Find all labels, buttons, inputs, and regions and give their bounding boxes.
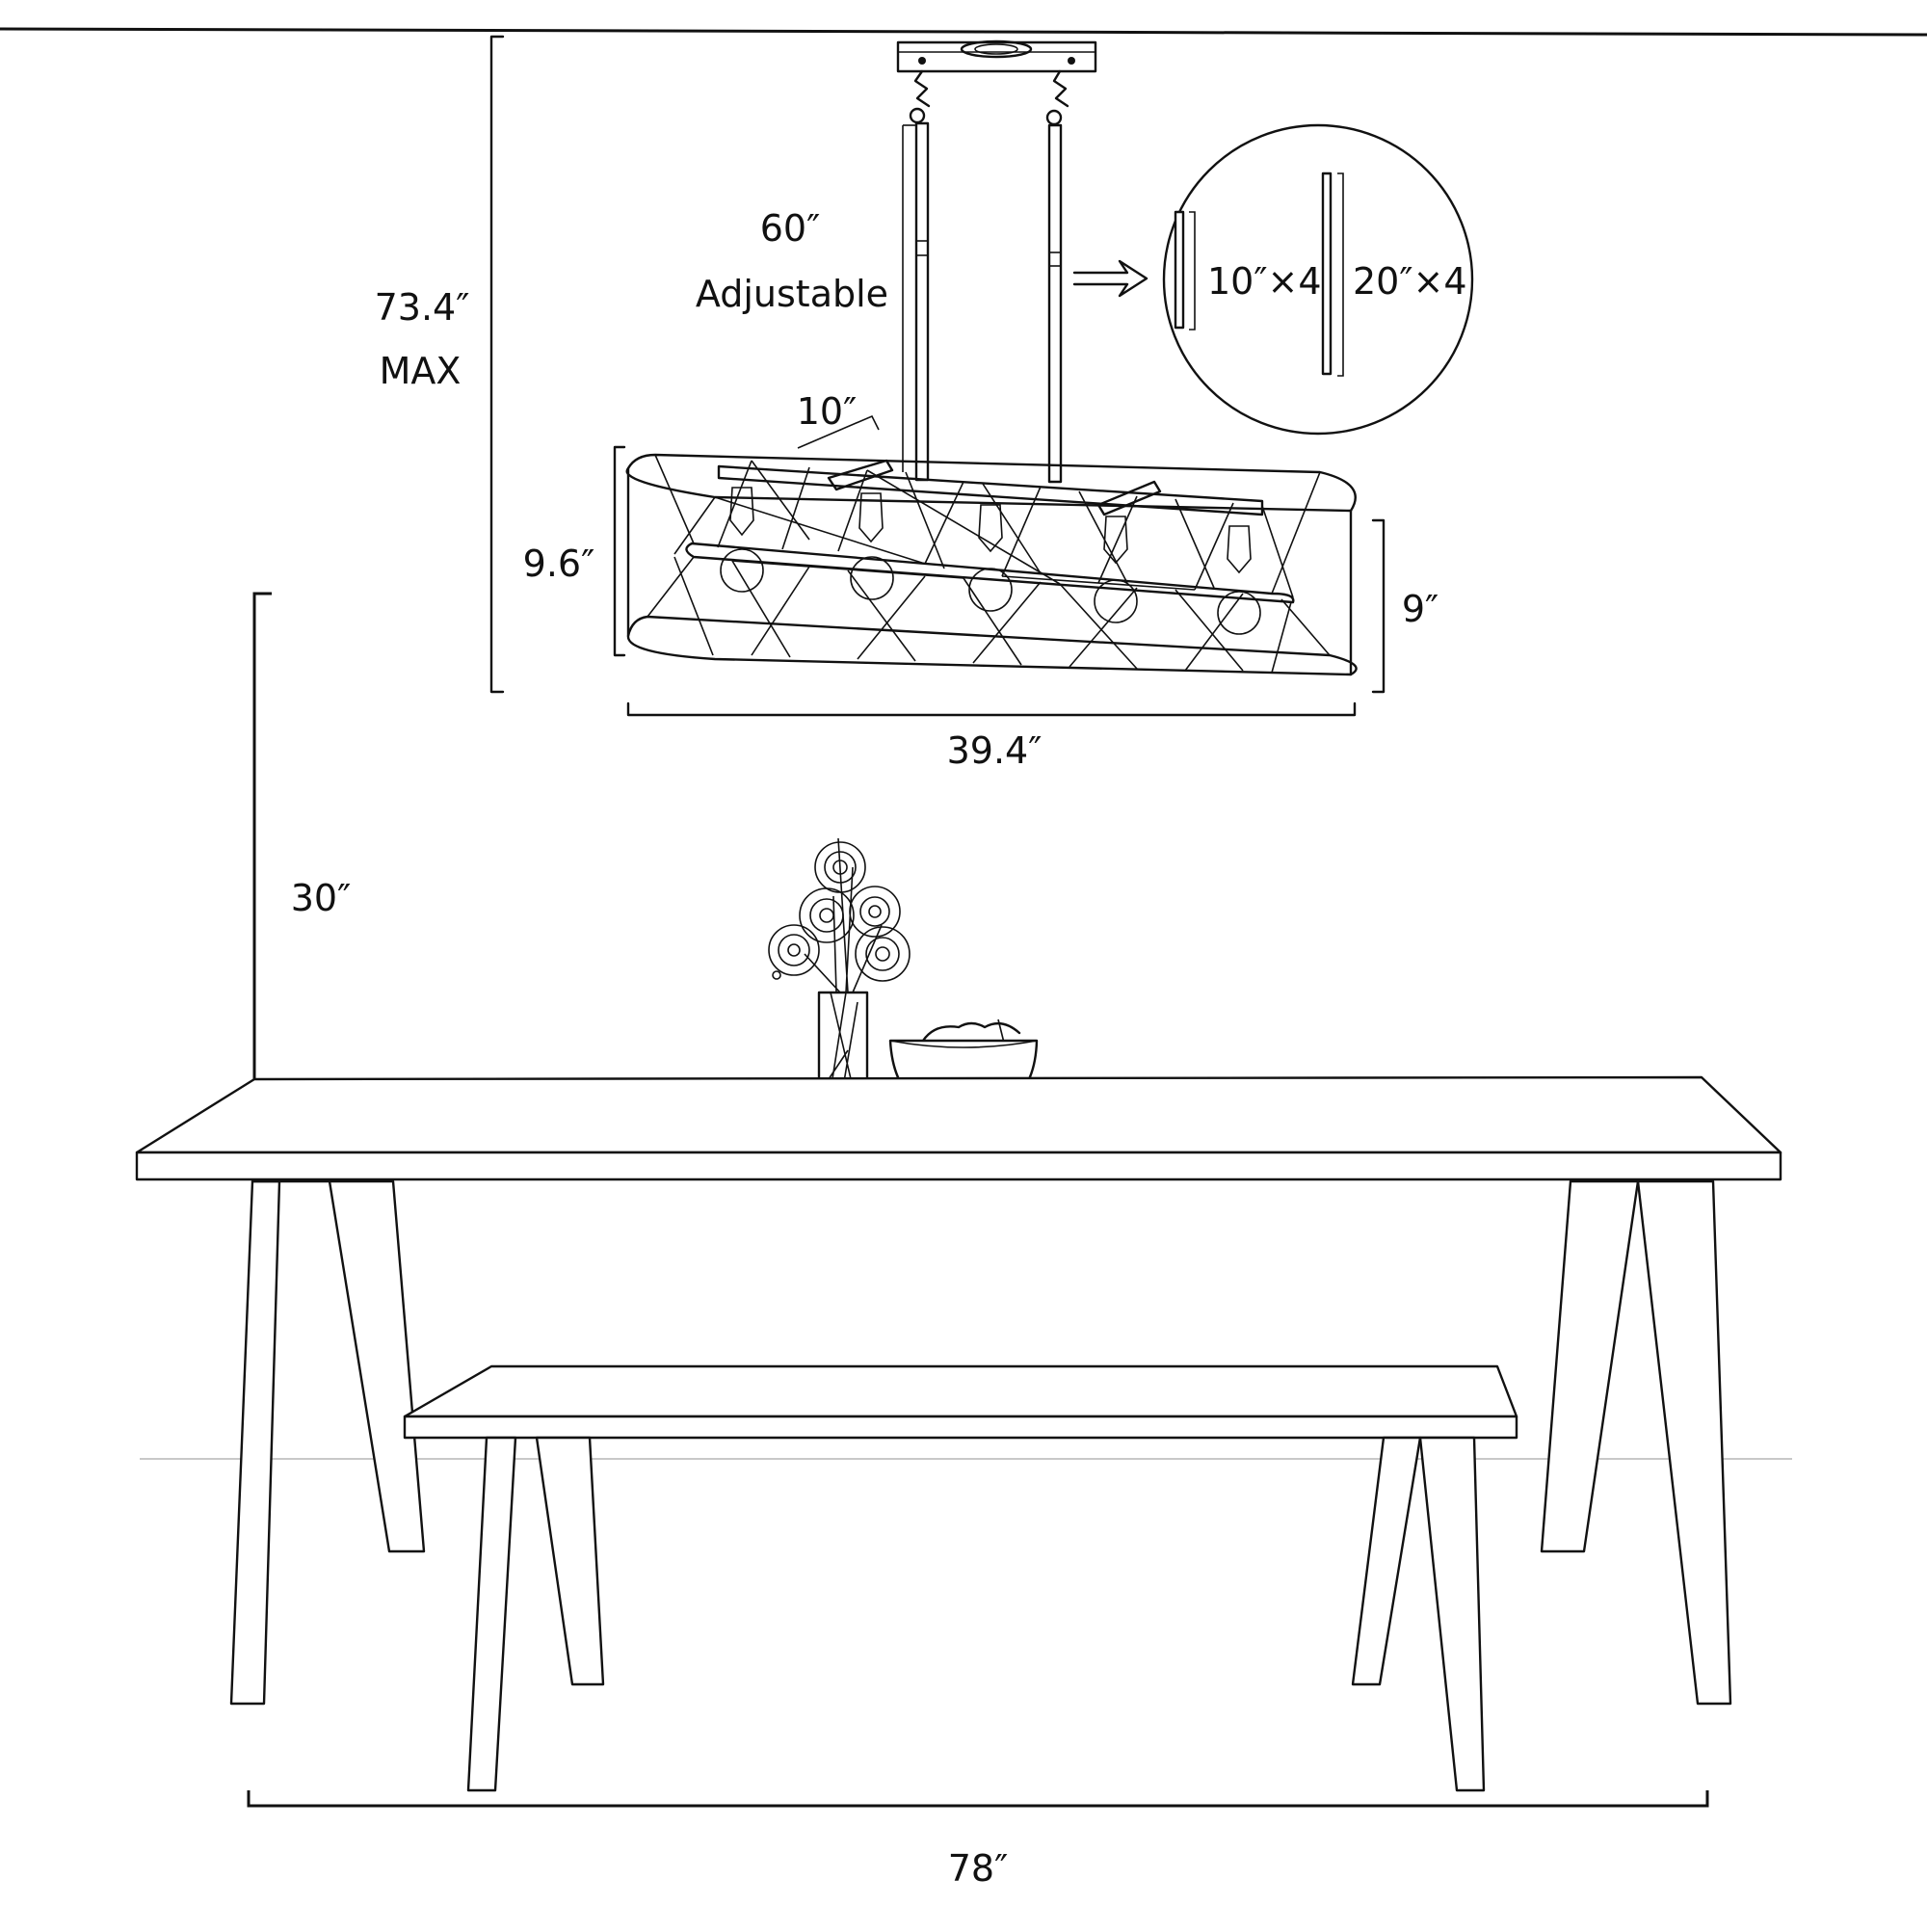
canopy-depth-label: 10″ [797,390,858,433]
bulbs [720,487,1261,635]
double-outline-right-arrow-icon [1072,259,1148,298]
fixture-width-label: 39.4″ [947,729,1043,772]
dining-table [135,1075,1782,1706]
short-rods-label: 10″×4 [1207,260,1322,303]
fixture-height-right-label: 9″ [1402,588,1439,630]
max-height-dimension-bracket [489,35,505,694]
long-rods-label: 20″×4 [1353,260,1467,303]
max-label: MAX [380,350,462,392]
fixture-height-right-bracket [1371,518,1386,694]
fixture-height-left-label: 9.6″ [523,543,595,585]
fixture-height-left-bracket [613,445,626,657]
canopy-depth-leader [797,414,880,449]
table-length-dimension-bracket [247,1790,1709,1808]
rod-detail-callout: 10″×4 20″×4 [1162,123,1474,436]
max-height-label: 73.4″ [375,286,470,329]
bench [403,1364,1518,1792]
short-rod-icon [1174,210,1196,331]
rod-adjustable-label: Adjustable [696,273,888,315]
table-length-label: 78″ [948,1847,1009,1890]
ceiling-line [0,27,1927,37]
chain-links [909,69,1069,126]
flower-vase [768,837,911,1118]
long-rod-icon [1321,172,1344,377]
rod-length-label: 60″ [760,207,821,250]
chandelier-fixture [625,453,1358,676]
table-height-label: 30″ [291,877,352,919]
table-height-dimension-bracket [252,592,272,1149]
fixture-width-dimension-bracket [626,701,1357,717]
downrods [914,121,1063,484]
canopy [896,40,1097,73]
